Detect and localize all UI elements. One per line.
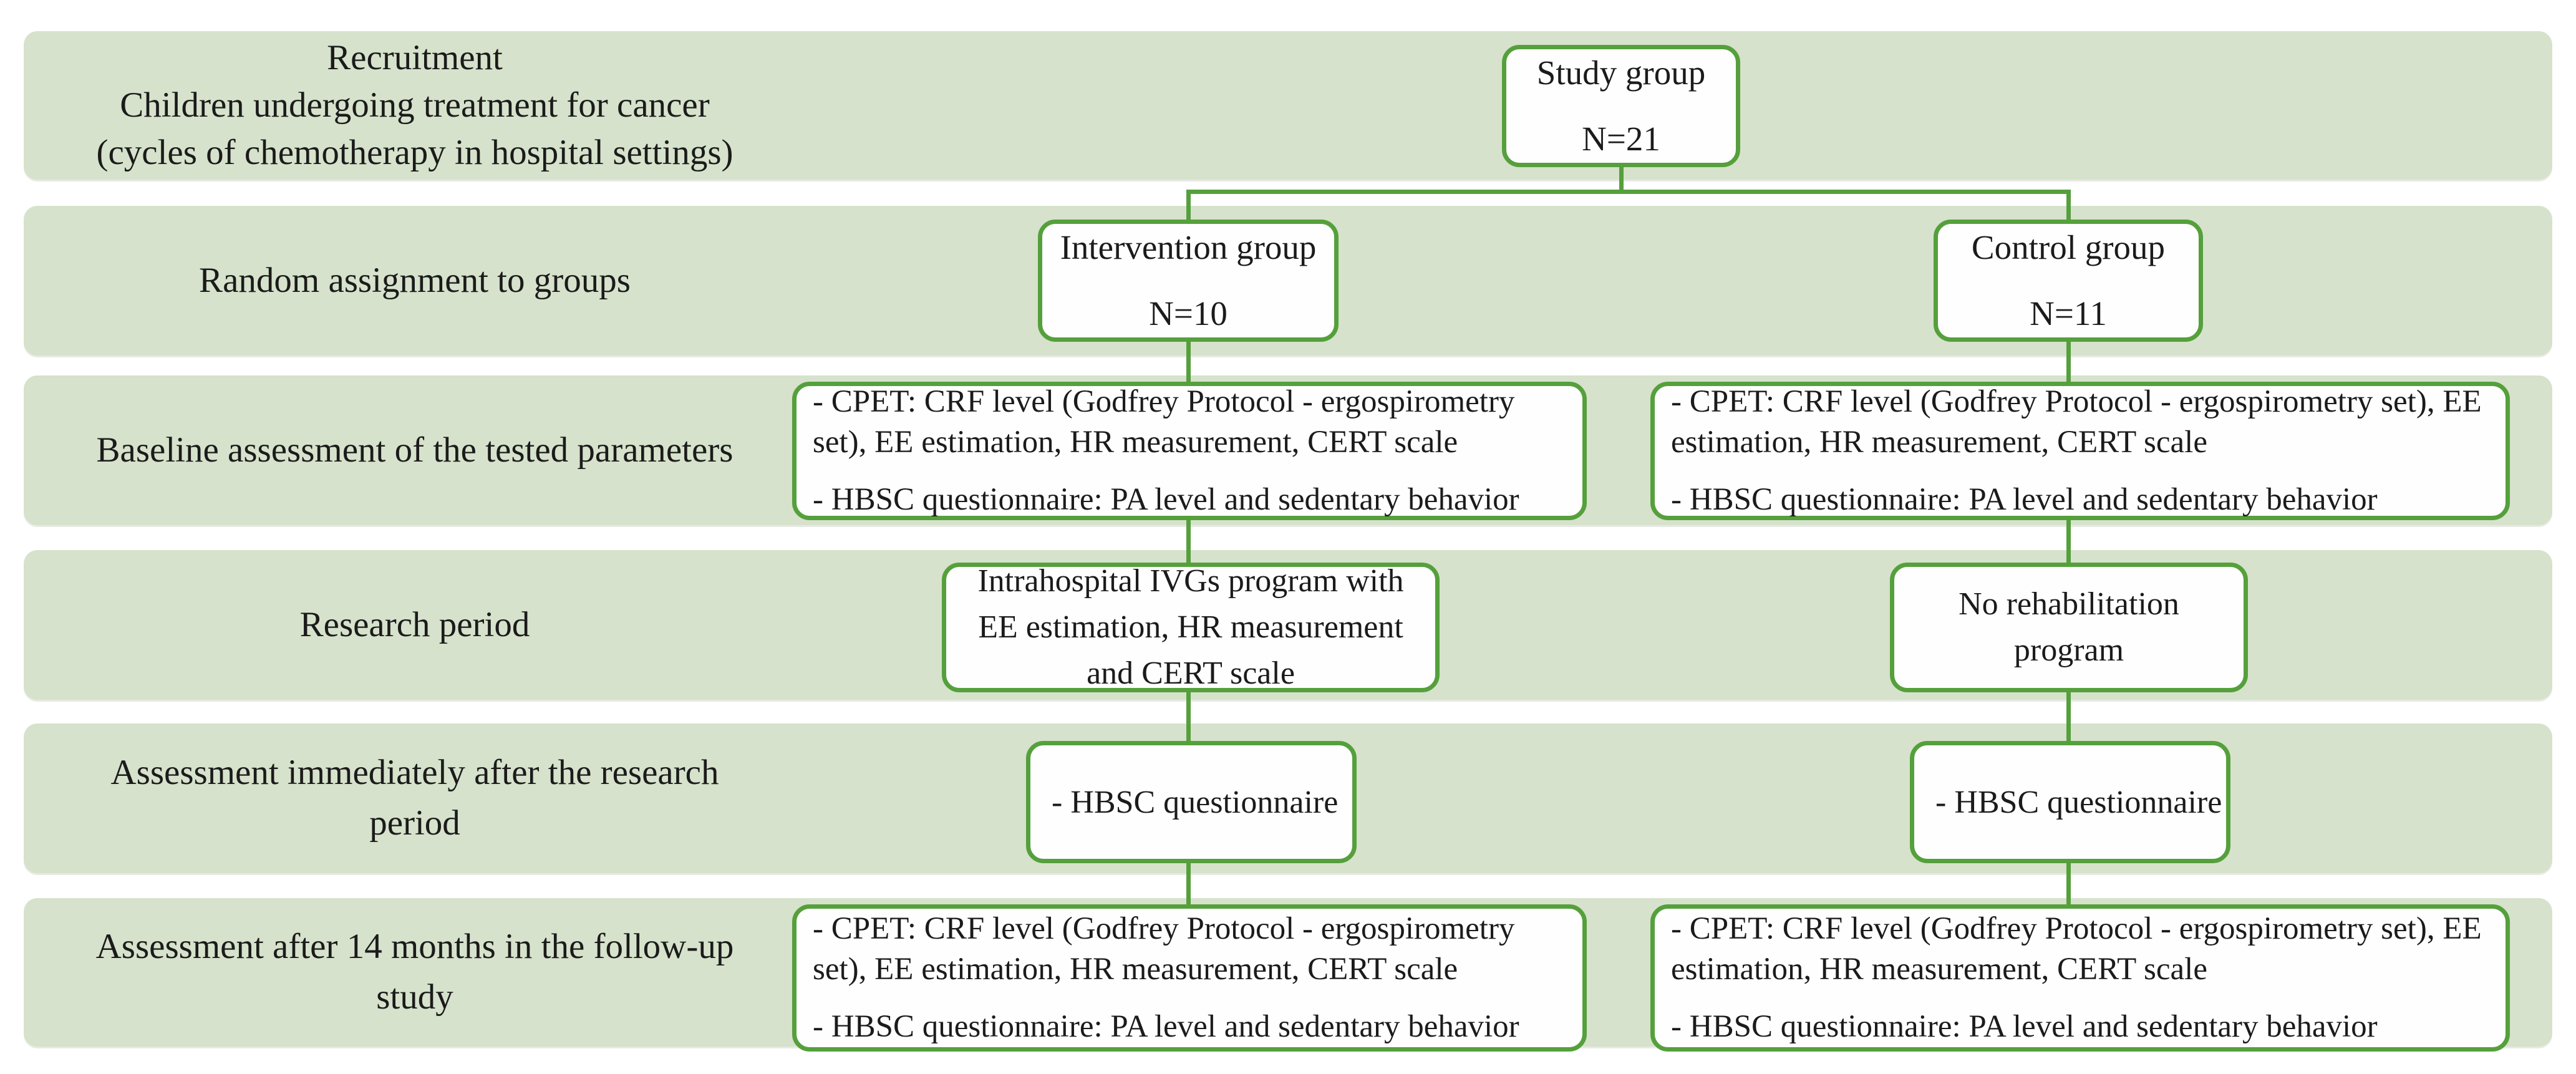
row-label-recruitment: Recruitment Children undergoing treatmen… [44, 31, 786, 180]
post-control-box: - HBSC questionnaire [1910, 741, 2230, 863]
connector-control-research [2066, 518, 2071, 565]
study-group-title: Study group [1536, 54, 1706, 92]
connector-control-baseline [2066, 341, 2071, 384]
post-control-text: - HBSC questionnaire [1935, 784, 2222, 820]
baseline-intervention-hbsc: - HBSC questionnaire: PA level and seden… [813, 481, 1519, 517]
row-label-line: (cycles of chemotherapy in hospital sett… [96, 132, 734, 172]
connector-branch-horizontal [1186, 190, 2071, 194]
row-label-line: study [376, 977, 453, 1017]
followup-control-cpet: - CPET: CRF level (Godfrey Protocol - er… [1671, 911, 2482, 987]
intervention-group-box: Intervention group N=10 [1038, 220, 1339, 342]
connector-control-post [2066, 690, 2071, 743]
intervention-group-title: Intervention group [1060, 228, 1317, 266]
connector-intervention-top [1186, 190, 1191, 221]
followup-intervention-hbsc: - HBSC questionnaire: PA level and seden… [813, 1009, 1519, 1044]
connector-intervention-followup [1186, 861, 1191, 907]
research-intervention-text: Intrahospital IVGs program with EE estim… [977, 563, 1404, 691]
connector-study-down [1619, 166, 1624, 193]
research-control-box: No rehabilitation program [1890, 563, 2248, 692]
control-group-title: Control group [1971, 228, 2166, 266]
connector-intervention-post [1186, 690, 1191, 743]
row-label-line: Recruitment [327, 38, 503, 78]
connector-intervention-baseline [1186, 341, 1191, 384]
research-control-text: No rehabilitation program [1959, 586, 2179, 668]
baseline-control-hbsc: - HBSC questionnaire: PA level and seden… [1671, 481, 2378, 517]
followup-intervention-box: - CPET: CRF level (Godfrey Protocol - er… [792, 904, 1587, 1052]
followup-control-box: - CPET: CRF level (Godfrey Protocol - er… [1650, 904, 2510, 1052]
control-group-box: Control group N=11 [1934, 220, 2203, 342]
row-label-baseline-assessment: Baseline assessment of the tested parame… [44, 375, 786, 525]
baseline-control-box: - CPET: CRF level (Godfrey Protocol - er… [1650, 382, 2510, 520]
connector-control-followup [2066, 861, 2071, 907]
row-label-line: Random assignment to groups [199, 260, 631, 300]
row-label-line: period [369, 803, 460, 843]
band-recruitment [24, 31, 2552, 180]
followup-control-hbsc: - HBSC questionnaire: PA level and seden… [1671, 1009, 2378, 1044]
row-label-line: Assessment immediately after the researc… [110, 753, 719, 793]
row-label-line: Baseline assessment of the tested parame… [96, 430, 734, 470]
connector-control-top [2066, 190, 2071, 221]
post-intervention-text: - HBSC questionnaire [1052, 784, 1339, 820]
baseline-intervention-box: - CPET: CRF level (Godfrey Protocol - er… [792, 382, 1587, 520]
row-label-line: Children undergoing treatment for cancer [120, 85, 710, 125]
connector-intervention-research [1186, 518, 1191, 565]
baseline-control-cpet: - CPET: CRF level (Godfrey Protocol - er… [1671, 384, 2482, 460]
baseline-intervention-cpet: - CPET: CRF level (Godfrey Protocol - er… [813, 384, 1515, 460]
study-group-box: Study group N=21 [1502, 45, 1740, 167]
control-group-n: N=11 [2030, 294, 2107, 332]
post-intervention-box: - HBSC questionnaire [1026, 741, 1357, 863]
row-label-random-assignment: Random assignment to groups [44, 206, 786, 356]
row-label-line: Assessment after 14 months in the follow… [95, 927, 734, 967]
row-label-followup-assessment: Assessment after 14 months in the follow… [44, 898, 786, 1047]
row-label-post-assessment: Assessment immediately after the researc… [44, 723, 786, 873]
row-label-research-period: Research period [44, 550, 786, 700]
row-label-line: Research period [299, 604, 530, 644]
intervention-group-n: N=10 [1149, 294, 1227, 332]
study-group-n: N=21 [1582, 120, 1660, 158]
followup-intervention-cpet: - CPET: CRF level (Godfrey Protocol - er… [813, 911, 1515, 987]
research-intervention-box: Intrahospital IVGs program with EE estim… [942, 563, 1440, 692]
